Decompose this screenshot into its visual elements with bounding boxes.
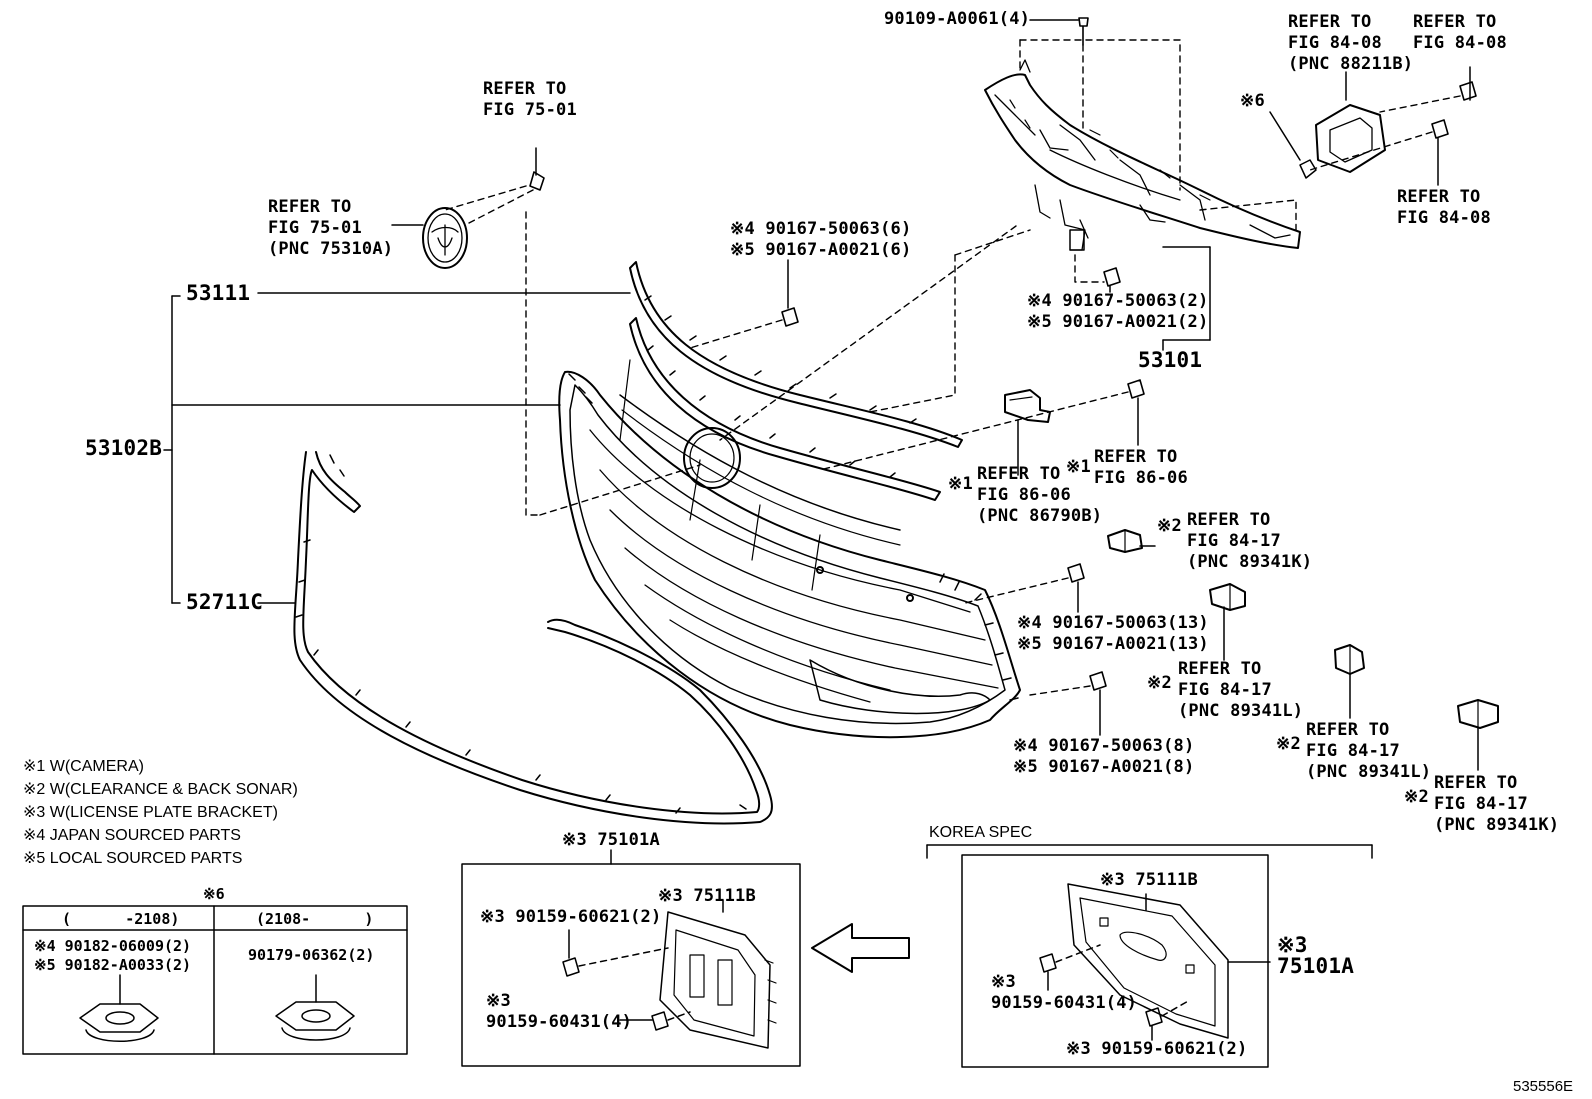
dashed-guides [444, 39, 1461, 696]
radar-sensor-88211B [1299, 104, 1386, 179]
note-sonar: ※2 W(CLEARANCE & BACK SONAR) [23, 781, 298, 798]
label-screw-60621-left: ※3 90159-60621(2) [480, 907, 662, 927]
label-clip-13: ※4 90167-50063(13) ※5 90167-A0021(13) [1017, 613, 1209, 654]
license-box-left [461, 849, 801, 1067]
label-refer-75-01-emblem: REFER TO FIG 75-01 (PNC 75310A) [268, 197, 394, 259]
label-mark1-b: ※1 [1066, 457, 1091, 477]
label-mark2-a: ※2 [1157, 516, 1182, 536]
sonar-sensor-89341K-a [1107, 529, 1143, 553]
diagram-code: 535556E [1513, 1078, 1574, 1095]
note-license-bracket: ※3 W(LICENSE PLATE BRACKET) [23, 804, 278, 821]
table-title: ※6 [203, 885, 225, 903]
leader-lines [163, 19, 1479, 771]
table-col1-parts: ※4 90182-06009(2) ※5 90182-A0033(2) [34, 937, 192, 974]
label-kit-75101A-right: ※3 75101A [1277, 933, 1355, 978]
chrome-bar [629, 317, 941, 501]
table-col2-header: (2108- ) [256, 910, 374, 928]
emblem-75310A [422, 207, 468, 269]
retainer-53101 [984, 59, 1301, 251]
label-refer-84-17-89341K-b: REFER TO FIG 84-17 (PNC 89341K) [1434, 773, 1560, 835]
label-refer-84-08-radar: REFER TO FIG 84-08 (PNC 88211B) [1288, 12, 1414, 74]
note-camera: ※1 W(CAMERA) [23, 758, 144, 775]
label-refer-84-08-c: REFER TO FIG 84-08 [1397, 187, 1491, 228]
label-mark6-top: ※6 [1240, 91, 1265, 111]
label-mark2-d: ※2 [1404, 787, 1429, 807]
label-plate-75111B-left: ※3 75111B [658, 886, 756, 906]
label-refer-84-17-89341L-a: REFER TO FIG 84-17 (PNC 89341L) [1178, 659, 1304, 721]
label-refer-75-01-clip: REFER TO FIG 75-01 [483, 79, 577, 120]
label-top-bolt: 90109-A0061(4) [884, 9, 1031, 29]
label-refer-84-17-89341L-b: REFER TO FIG 84-17 (PNC 89341L) [1306, 720, 1432, 782]
label-part-53101: 53101 [1138, 348, 1203, 372]
label-kit-75101A-left: ※3 75101A [562, 830, 660, 850]
label-refer-86-06-clip: REFER TO FIG 86-06 [1094, 447, 1188, 488]
sonar-sensor-89341K-b [1457, 699, 1499, 729]
arrow-left [811, 923, 910, 973]
lower-molding-52711C [293, 451, 773, 825]
note-local-parts: ※5 LOCAL SOURCED PARTS [23, 850, 243, 867]
label-refer-84-17-89341K-a: REFER TO FIG 84-17 (PNC 89341K) [1187, 510, 1313, 572]
label-part-52711C: 52711C [186, 590, 264, 614]
label-refer-84-08-b: REFER TO FIG 84-08 [1413, 12, 1507, 53]
note-japan-parts: ※4 JAPAN SOURCED PARTS [23, 827, 241, 844]
table-col1-header: ( -2108) [62, 910, 180, 928]
label-screw-60431-left: ※3 90159-60431(4) [486, 991, 633, 1032]
label-screw-60621-right: ※3 90159-60621(2) [1066, 1039, 1248, 1059]
label-mark1-a: ※1 [948, 474, 973, 494]
label-part-53111: 53111 [186, 281, 251, 305]
label-mark2-c: ※2 [1276, 734, 1301, 754]
sonar-sensor-89341L-a [1209, 583, 1246, 611]
label-clip-6: ※4 90167-50063(6) ※5 90167-A0021(6) [730, 219, 912, 260]
table-box [22, 905, 408, 1055]
label-plate-75111B-right: ※3 75111B [1100, 870, 1198, 890]
label-refer-86-06-bracket: REFER TO FIG 86-06 (PNC 86790B) [977, 464, 1103, 526]
label-mark2-b: ※2 [1147, 673, 1172, 693]
sonar-sensor-89341L-b [1334, 644, 1365, 675]
label-screw-60431-right: ※3 90159-60431(4) [991, 972, 1138, 1013]
upper-molding-53111 [629, 261, 963, 448]
notes-list: ※1 W(CAMERA) ※2 W(CLEARANCE & BACK SONAR… [23, 755, 298, 870]
label-part-53102B: 53102B [85, 436, 163, 460]
radiator-grille-53102B [558, 359, 1021, 739]
license-box-right [926, 844, 1373, 1068]
table-col2-parts: 90179-06362(2) [248, 946, 375, 964]
label-clip-8: ※4 90167-50063(8) ※5 90167-A0021(8) [1013, 736, 1195, 777]
label-korea-spec: KOREA SPEC [929, 824, 1033, 841]
label-clip-2: ※4 90167-50063(2) ※5 90167-A0021(2) [1027, 291, 1209, 332]
fasteners [529, 17, 1477, 691]
